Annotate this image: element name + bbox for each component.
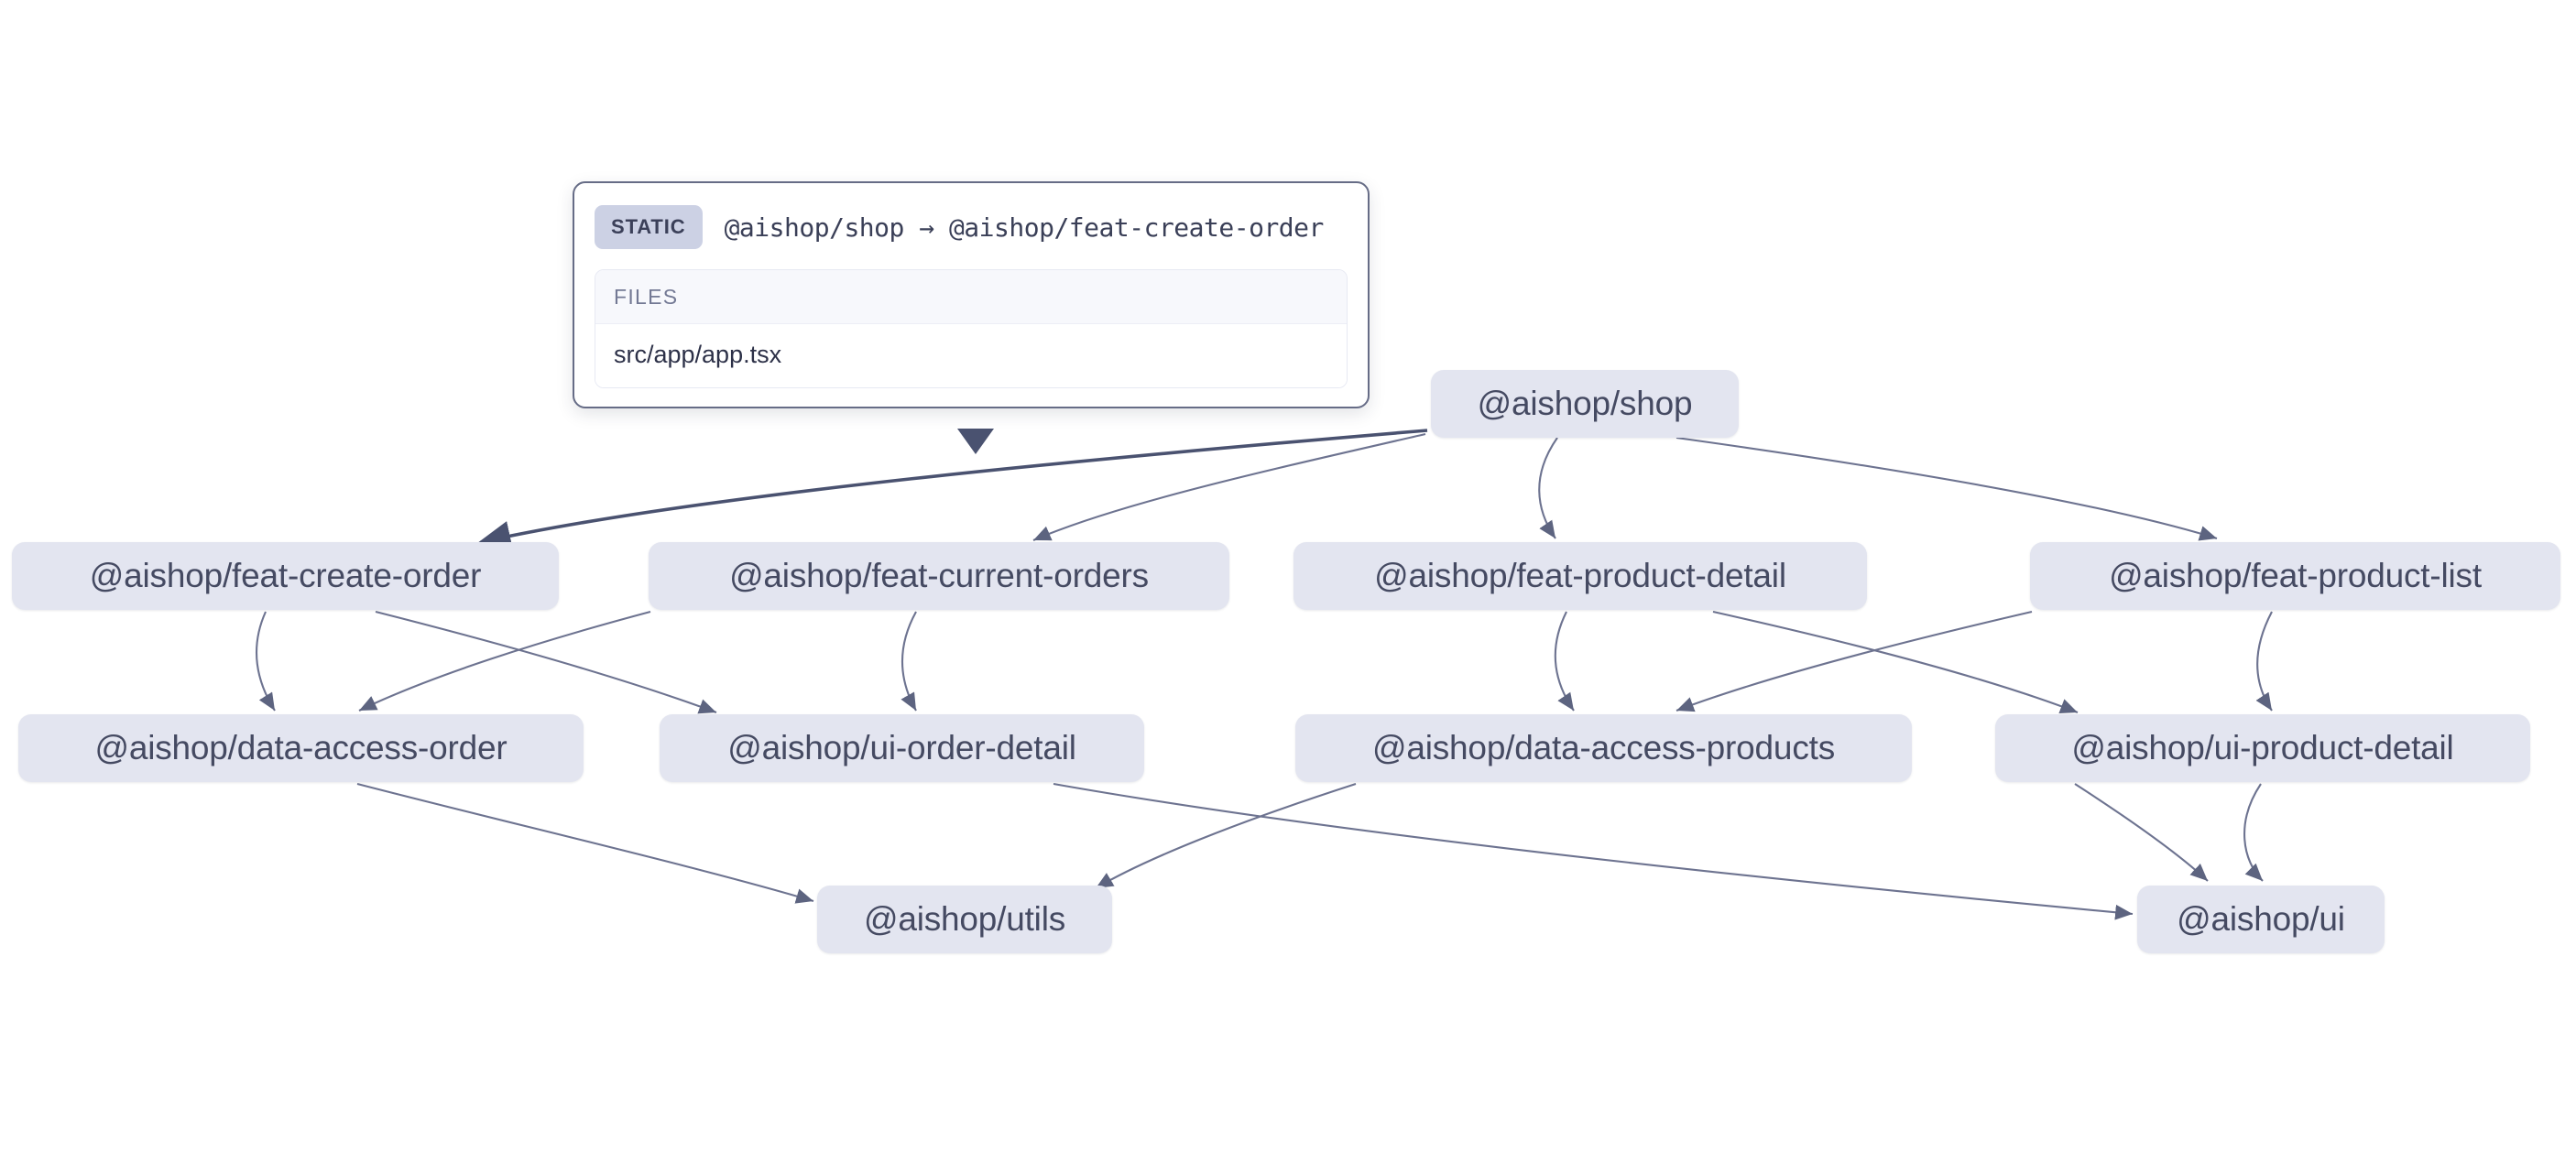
edge-feat-create-order-to-data-access-order — [255, 611, 276, 712]
edge-ui-product-detail-curve-to-ui — [2243, 783, 2264, 882]
edge-shop-to-feat-current-orders — [1032, 432, 1426, 541]
tooltip-header: STATIC @aishop/shop → @aishop/feat-creat… — [595, 200, 1348, 253]
node-label: @aishop/feat-create-order — [89, 557, 482, 594]
edge-feat-product-list-to-ui-product-detail — [2255, 611, 2273, 712]
files-header: FILES — [595, 270, 1347, 324]
tooltip-title: @aishop/shop → @aishop/feat-create-order — [724, 212, 1325, 243]
node-data-access-order[interactable]: @aishop/data-access-order — [18, 714, 584, 782]
node-label: @aishop/feat-product-detail — [1374, 557, 1786, 594]
edge-shop-to-feat-create-order — [477, 429, 1428, 550]
node-feat-create-order[interactable]: @aishop/feat-create-order — [12, 542, 559, 610]
static-badge: STATIC — [595, 205, 703, 249]
edge-feat-current-orders-to-data-access-order — [358, 610, 651, 712]
edge-shop-to-feat-product-list — [1675, 436, 2218, 541]
node-ui-order-detail[interactable]: @aishop/ui-order-detail — [660, 714, 1144, 782]
edge-shop-to-feat-product-detail — [1538, 437, 1558, 539]
edge-data-access-order-to-utils — [356, 782, 814, 904]
node-utils[interactable]: @aishop/utils — [817, 886, 1112, 953]
node-ui[interactable]: @aishop/ui — [2137, 886, 2385, 953]
edge-feat-current-orders-to-ui-order-detail — [901, 611, 917, 712]
edge-feat-product-list-to-data-access-products — [1675, 610, 2033, 712]
edge-feat-create-order-to-ui-order-detail — [375, 610, 717, 714]
node-feat-product-detail[interactable]: @aishop/feat-product-detail — [1293, 542, 1867, 610]
edge-detail-tooltip[interactable]: STATIC @aishop/shop → @aishop/feat-creat… — [573, 181, 1370, 408]
node-label: @aishop/ui-order-detail — [727, 729, 1076, 766]
node-shop[interactable]: @aishop/shop — [1431, 370, 1739, 438]
files-panel: FILES src/app/app.tsx — [595, 269, 1348, 388]
edge-data-access-products-to-utils — [1095, 783, 1357, 889]
node-label: @aishop/feat-product-list — [2109, 557, 2482, 594]
node-label: @aishop/data-access-order — [94, 729, 508, 766]
node-label: @aishop/feat-current-orders — [729, 557, 1149, 594]
node-data-access-products[interactable]: @aishop/data-access-products — [1295, 714, 1912, 782]
node-label: @aishop/utils — [863, 900, 1066, 938]
node-label: @aishop/ui-product-detail — [2071, 729, 2454, 766]
node-label: @aishop/ui — [2177, 900, 2345, 938]
node-feat-product-list[interactable]: @aishop/feat-product-list — [2030, 542, 2560, 610]
edge-ui-order-detail-to-ui — [1053, 782, 2134, 920]
node-label: @aishop/data-access-products — [1372, 729, 1835, 766]
node-feat-current-orders[interactable]: @aishop/feat-current-orders — [649, 542, 1229, 610]
edge-feat-product-detail-to-data-access-products — [1554, 611, 1575, 712]
edge-ui-product-detail-to-ui — [2074, 783, 2209, 882]
node-label: @aishop/shop — [1477, 385, 1693, 422]
tooltip-pointer — [957, 429, 994, 454]
edge-feat-product-detail-to-ui-product-detail — [1712, 610, 2079, 714]
node-ui-product-detail[interactable]: @aishop/ui-product-detail — [1995, 714, 2530, 782]
file-row[interactable]: src/app/app.tsx — [595, 324, 1347, 387]
